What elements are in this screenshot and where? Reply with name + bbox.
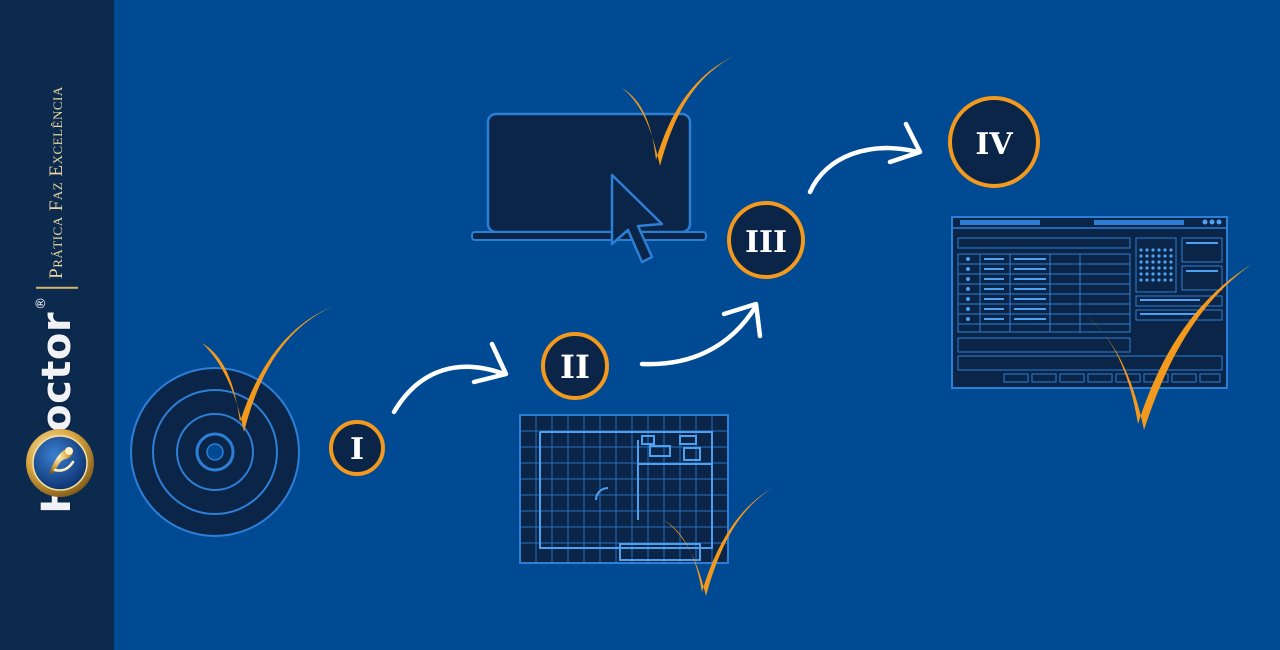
arrow-icon (391, 364, 507, 415)
step-badge-4: IV (948, 96, 1040, 188)
arrow-icon (471, 341, 509, 385)
step-label: I (350, 432, 364, 467)
arrow-icon (807, 145, 921, 195)
step-label: II (560, 348, 590, 386)
software-window-icon (951, 216, 1228, 389)
hidoctor-badge-icon (26, 429, 94, 497)
checkmark-icons (202, 56, 1252, 596)
floor-plan-icon (519, 414, 729, 564)
cursor-icon (610, 173, 664, 264)
arrow-icon (639, 303, 759, 367)
step-badge-3: III (727, 201, 805, 279)
laptop-cursor-icon (471, 112, 707, 264)
step-badge-1: I (329, 420, 385, 476)
step-badge-2: II (541, 332, 609, 400)
arrow-icon (721, 301, 763, 339)
arrow-icon (887, 121, 923, 165)
step-label: IV (975, 127, 1013, 162)
disc-icon (130, 367, 300, 537)
step-label: III (745, 225, 787, 260)
checkmark-icon (622, 56, 734, 166)
arrow-icons (391, 121, 923, 415)
brand-sidebar: HiDoctor ® Prática Faz Excelência (0, 0, 114, 650)
